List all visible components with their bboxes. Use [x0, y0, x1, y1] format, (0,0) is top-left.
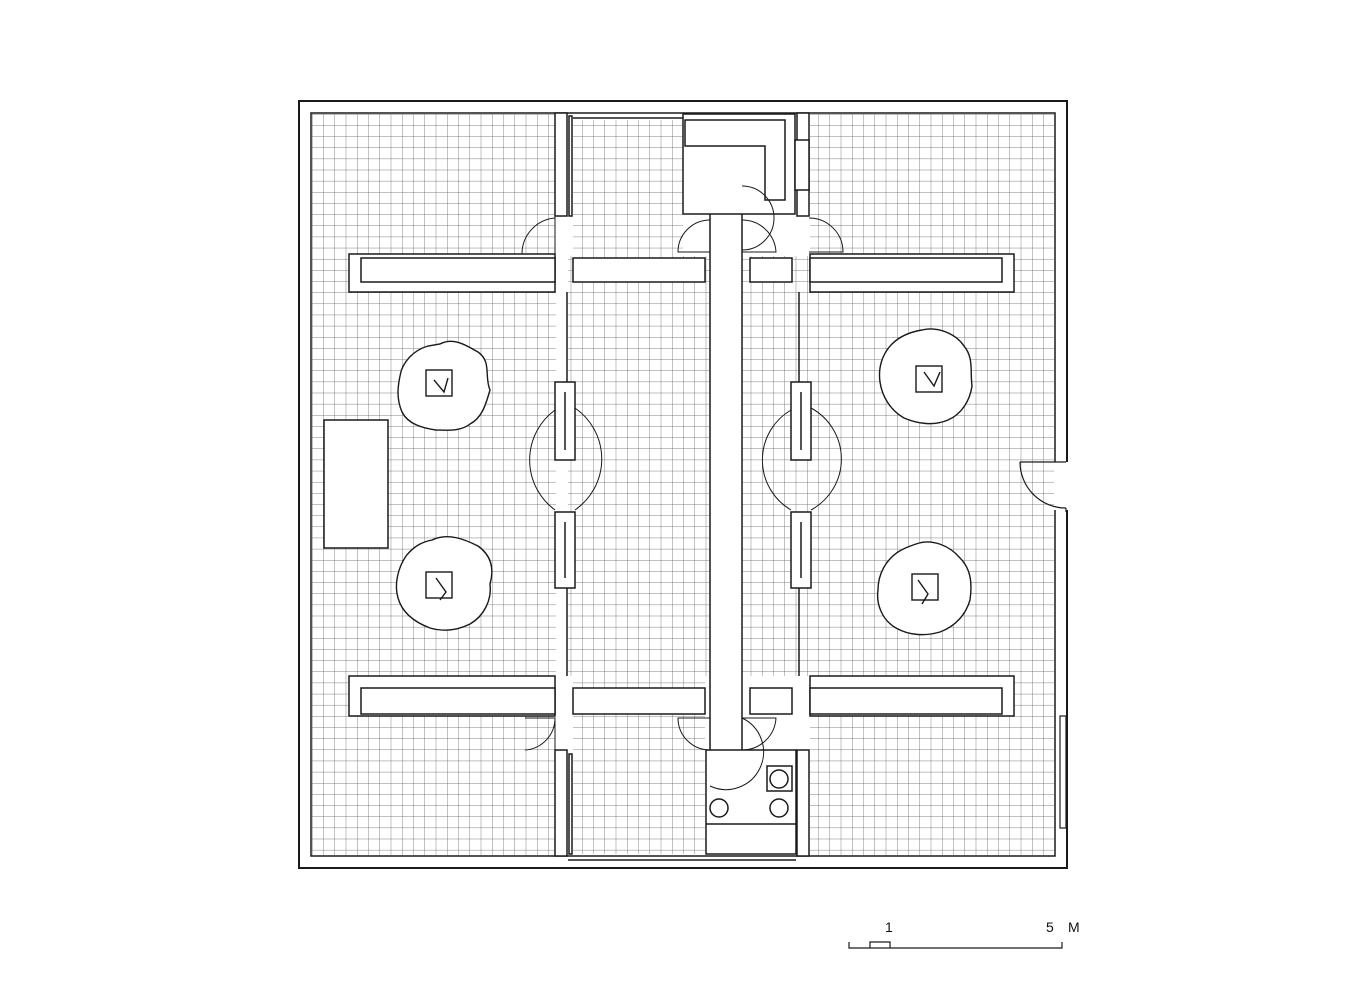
- fixture-circle-1: [769, 769, 789, 789]
- door-swing-right-pivot: [761, 407, 842, 511]
- door-swing-top-right: [808, 217, 844, 253]
- door-swing-bottom-spine: [709, 717, 765, 791]
- partition-bottom-right-inner: [809, 687, 1003, 715]
- door-swing-bottom-center-right: [741, 717, 777, 751]
- floor-zone-top-center: [573, 120, 683, 256]
- west-bench: [323, 419, 389, 549]
- tree-top-left-icon: [397, 340, 491, 431]
- partition-top-center-right: [749, 257, 793, 283]
- top-partitions: [348, 253, 1015, 293]
- scale-label-start: 1: [885, 919, 894, 935]
- partition-top-center-left: [572, 257, 706, 283]
- floor-zone-top-right: [810, 114, 1054, 256]
- door-swing-top-spine: [741, 185, 775, 251]
- bottom-partitions: [348, 675, 1015, 717]
- partition-top-right-inner: [809, 257, 1003, 283]
- scale-bar: [848, 941, 1063, 949]
- tree-bottom-right-icon: [876, 541, 972, 636]
- trees: [395, 328, 973, 636]
- fixture-circle-2: [709, 798, 729, 818]
- east-entrance: [1019, 461, 1068, 829]
- door-swing-left-pivot: [529, 407, 603, 511]
- floor-zone-center: [568, 256, 798, 676]
- corridor-spine: [709, 185, 743, 759]
- wall-top-left-divider-slot: [568, 115, 573, 217]
- floor-zone-top-left: [312, 114, 555, 256]
- door-swing-bottom-center-left: [677, 717, 711, 751]
- door-swing-top-center-right: [741, 219, 777, 253]
- scale-unit: M: [1068, 919, 1081, 935]
- tree-top-right-icon: [878, 328, 973, 425]
- door-swing-top-center-left: [677, 219, 711, 253]
- partition-bottom-center-right: [749, 687, 793, 715]
- wall-bottom-left-divider: [554, 749, 568, 857]
- partition-top-left-inner: [360, 257, 556, 283]
- tree-bottom-left-icon: [395, 536, 493, 631]
- bottom-wet-room: [705, 749, 797, 855]
- service-counter: [684, 119, 786, 201]
- partition-bottom-center-left: [572, 687, 706, 715]
- wall-top-left-divider: [554, 112, 568, 217]
- wall-bottom-left-divider-slot: [568, 753, 573, 855]
- fixture-circle-3: [769, 798, 789, 818]
- glass-partitions: [564, 117, 802, 861]
- door-swings: [521, 185, 844, 791]
- wall-bottom-right-divider: [796, 749, 810, 857]
- scale-label-end: 5: [1046, 919, 1055, 935]
- partition-bottom-left-inner: [360, 687, 556, 715]
- door-swing-bottom-left: [524, 717, 556, 751]
- door-swing-top-left: [521, 216, 556, 255]
- tiled-floor: [312, 114, 1054, 855]
- top-service-room: [682, 113, 810, 215]
- service-room-side: [794, 139, 810, 191]
